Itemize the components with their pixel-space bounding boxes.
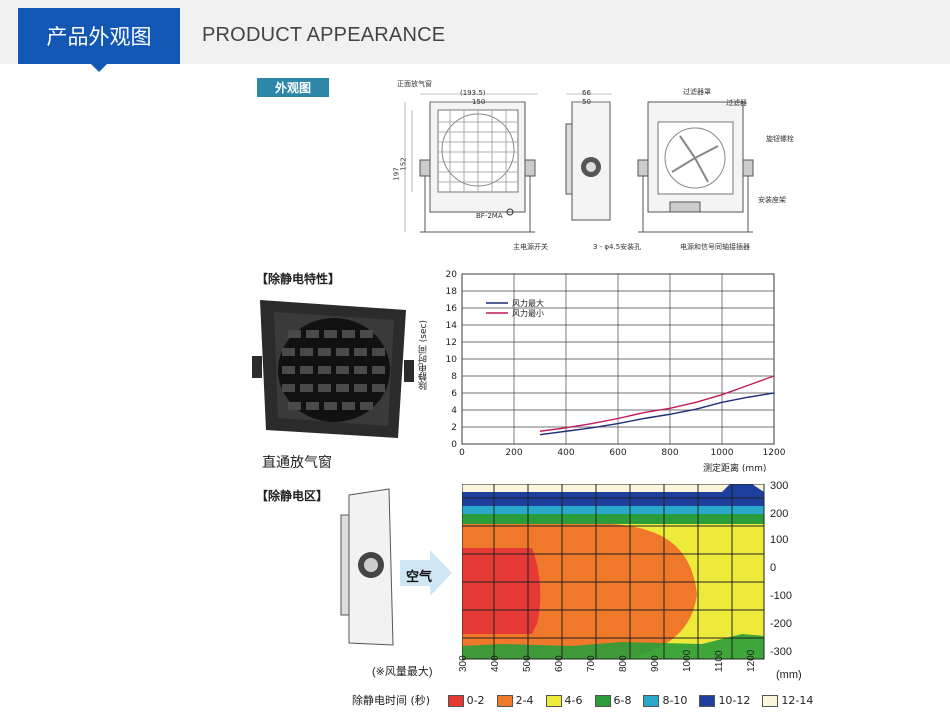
air-flow-arrow [400, 550, 452, 596]
dim-side-inner: 50 [582, 98, 591, 106]
tab-product-appearance-en: PRODUCT APPEARANCE [202, 24, 446, 46]
legend-swatches [486, 302, 508, 314]
legend-min: 风力最小 [512, 309, 544, 318]
legend-item: 0-2 [447, 694, 485, 707]
heatmap-y-tick: 300 [770, 480, 789, 492]
zone-unit: (mm) [776, 669, 802, 681]
heatmap-x-tick: 300 [458, 655, 469, 672]
label-filter-cover: 过滤器罩 [683, 88, 711, 96]
y-tick-label: 2 [451, 423, 457, 433]
heatmap-y-tick: -300 [770, 646, 793, 658]
appearance-drawing [404, 93, 754, 233]
y-tick-label: 18 [446, 287, 458, 297]
legend-title: 除静电时间 (秒) [352, 694, 431, 707]
heatmap-x-tick: 600 [554, 655, 565, 672]
legend-label: 8-10 [662, 694, 688, 707]
label-cable-connector: 电源和信号同轴接插器 [680, 243, 750, 251]
zone-note: (※风量最大) [372, 666, 433, 678]
x-tick-label: 400 [557, 448, 574, 458]
legend-item: 8-10 [643, 694, 687, 707]
heatmap-y-tick: 100 [770, 534, 789, 546]
heatmap-x-tick: 1200 [746, 649, 757, 672]
legend-label: 4-6 [564, 694, 583, 707]
legend-swatch [699, 695, 716, 707]
legend-label: 2-4 [515, 694, 534, 707]
legend-label: 0-2 [466, 694, 485, 707]
heatmap-y-tick: 0 [770, 562, 777, 574]
side-device-illustration [340, 488, 394, 646]
legend-swatch [496, 695, 513, 707]
legend-item: 6-8 [594, 694, 632, 707]
front-view [404, 93, 538, 233]
heatmap-y-tick: 200 [770, 508, 789, 520]
legend-swatch [545, 695, 562, 707]
y-tick-label: 14 [446, 321, 458, 331]
label-mount-hole: 3 - φ4.5安装孔 [593, 243, 642, 251]
back-view [637, 101, 754, 233]
x-tick-label: 600 [609, 448, 626, 458]
dim-top-inner: 150 [472, 98, 486, 106]
heatmap-y-tick: -200 [770, 618, 793, 630]
heatmap-y-tick: -100 [770, 590, 793, 602]
air-label: 空气 [406, 569, 433, 584]
y-tick-label: 12 [446, 338, 457, 348]
legend-swatch [762, 695, 779, 707]
appearance-tag: 外观图 [257, 78, 329, 97]
legend-swatch [643, 695, 660, 707]
heatmap-x-tick: 400 [490, 655, 501, 672]
x-tick-label: 800 [661, 448, 678, 458]
heatmap-x-tick: 1000 [682, 649, 693, 672]
y-tick-label: 8 [451, 372, 457, 382]
label-power-switch: 主电源开关 [513, 243, 548, 251]
heatmap-x-tick: 800 [618, 655, 629, 672]
legend-label: 6-8 [613, 694, 632, 707]
legend-label: 10-12 [718, 694, 751, 707]
y-tick-label: 4 [451, 406, 457, 416]
legend-item: 2-4 [496, 694, 534, 707]
zone-legend: 除静电时间 (秒) 0-2 2-4 4-6 6-8 8-10 10-12 12-14 [352, 692, 825, 708]
series-line-min [539, 375, 775, 432]
photo-caption: 直通放气窗 [262, 454, 332, 470]
legend-label: 12-14 [781, 694, 814, 707]
legend-item: 12-14 [762, 694, 813, 707]
legend-swatch [594, 695, 611, 707]
legend-item: 10-12 [699, 694, 750, 707]
louver-photo [252, 300, 414, 438]
y-tick-label: 0 [451, 440, 457, 450]
y-tick-label: 20 [446, 270, 458, 280]
x-tick-label: 1000 [711, 448, 734, 458]
label-filter: 过滤器 [726, 99, 747, 107]
zone-title: 【除静电区】 [256, 489, 329, 503]
x-tick-label: 0 [459, 448, 465, 458]
heatmap-x-tick: 500 [522, 655, 533, 672]
chart-xlabel: 测定距离 (mm) [703, 464, 767, 474]
x-tick-label: 1200 [763, 448, 786, 458]
series-line-max [539, 392, 775, 436]
dim-top-outer: (193.5) [460, 89, 486, 97]
heatmap-x-tick: 700 [586, 655, 597, 672]
y-tick-label: 6 [451, 389, 457, 399]
heatmap-x-tick: 1100 [714, 650, 725, 672]
x-tick-label: 200 [505, 448, 522, 458]
label-bracket: 安装座架 [758, 196, 786, 204]
tab-pointer-arrow [91, 64, 107, 72]
legend-item: 4-6 [545, 694, 583, 707]
zone-heatmap [462, 484, 765, 660]
dim-side-outer: 66 [582, 89, 591, 97]
characteristics-title: 【除静电特性】 [256, 272, 341, 286]
side-view [565, 93, 612, 221]
label-knob-bolt: 旋钮螺栓 [766, 135, 794, 143]
chart-ylabel: 除静电时间 (sec) [419, 320, 429, 391]
y-tick-label: 10 [446, 355, 458, 365]
label-front-window: 正面放气窗 [397, 80, 432, 88]
tab-product-appearance-cn[interactable]: 产品外观图 [18, 8, 180, 64]
section-header: 产品外观图 PRODUCT APPEARANCE [0, 0, 950, 72]
legend-swatch [447, 695, 464, 707]
legend-max: 风力最大 [512, 299, 544, 308]
y-tick-label: 16 [446, 304, 458, 314]
dim-height-inner: 152 [399, 157, 408, 171]
heatmap-x-tick: 900 [650, 655, 661, 672]
model-label: BF-2MA [476, 212, 503, 220]
